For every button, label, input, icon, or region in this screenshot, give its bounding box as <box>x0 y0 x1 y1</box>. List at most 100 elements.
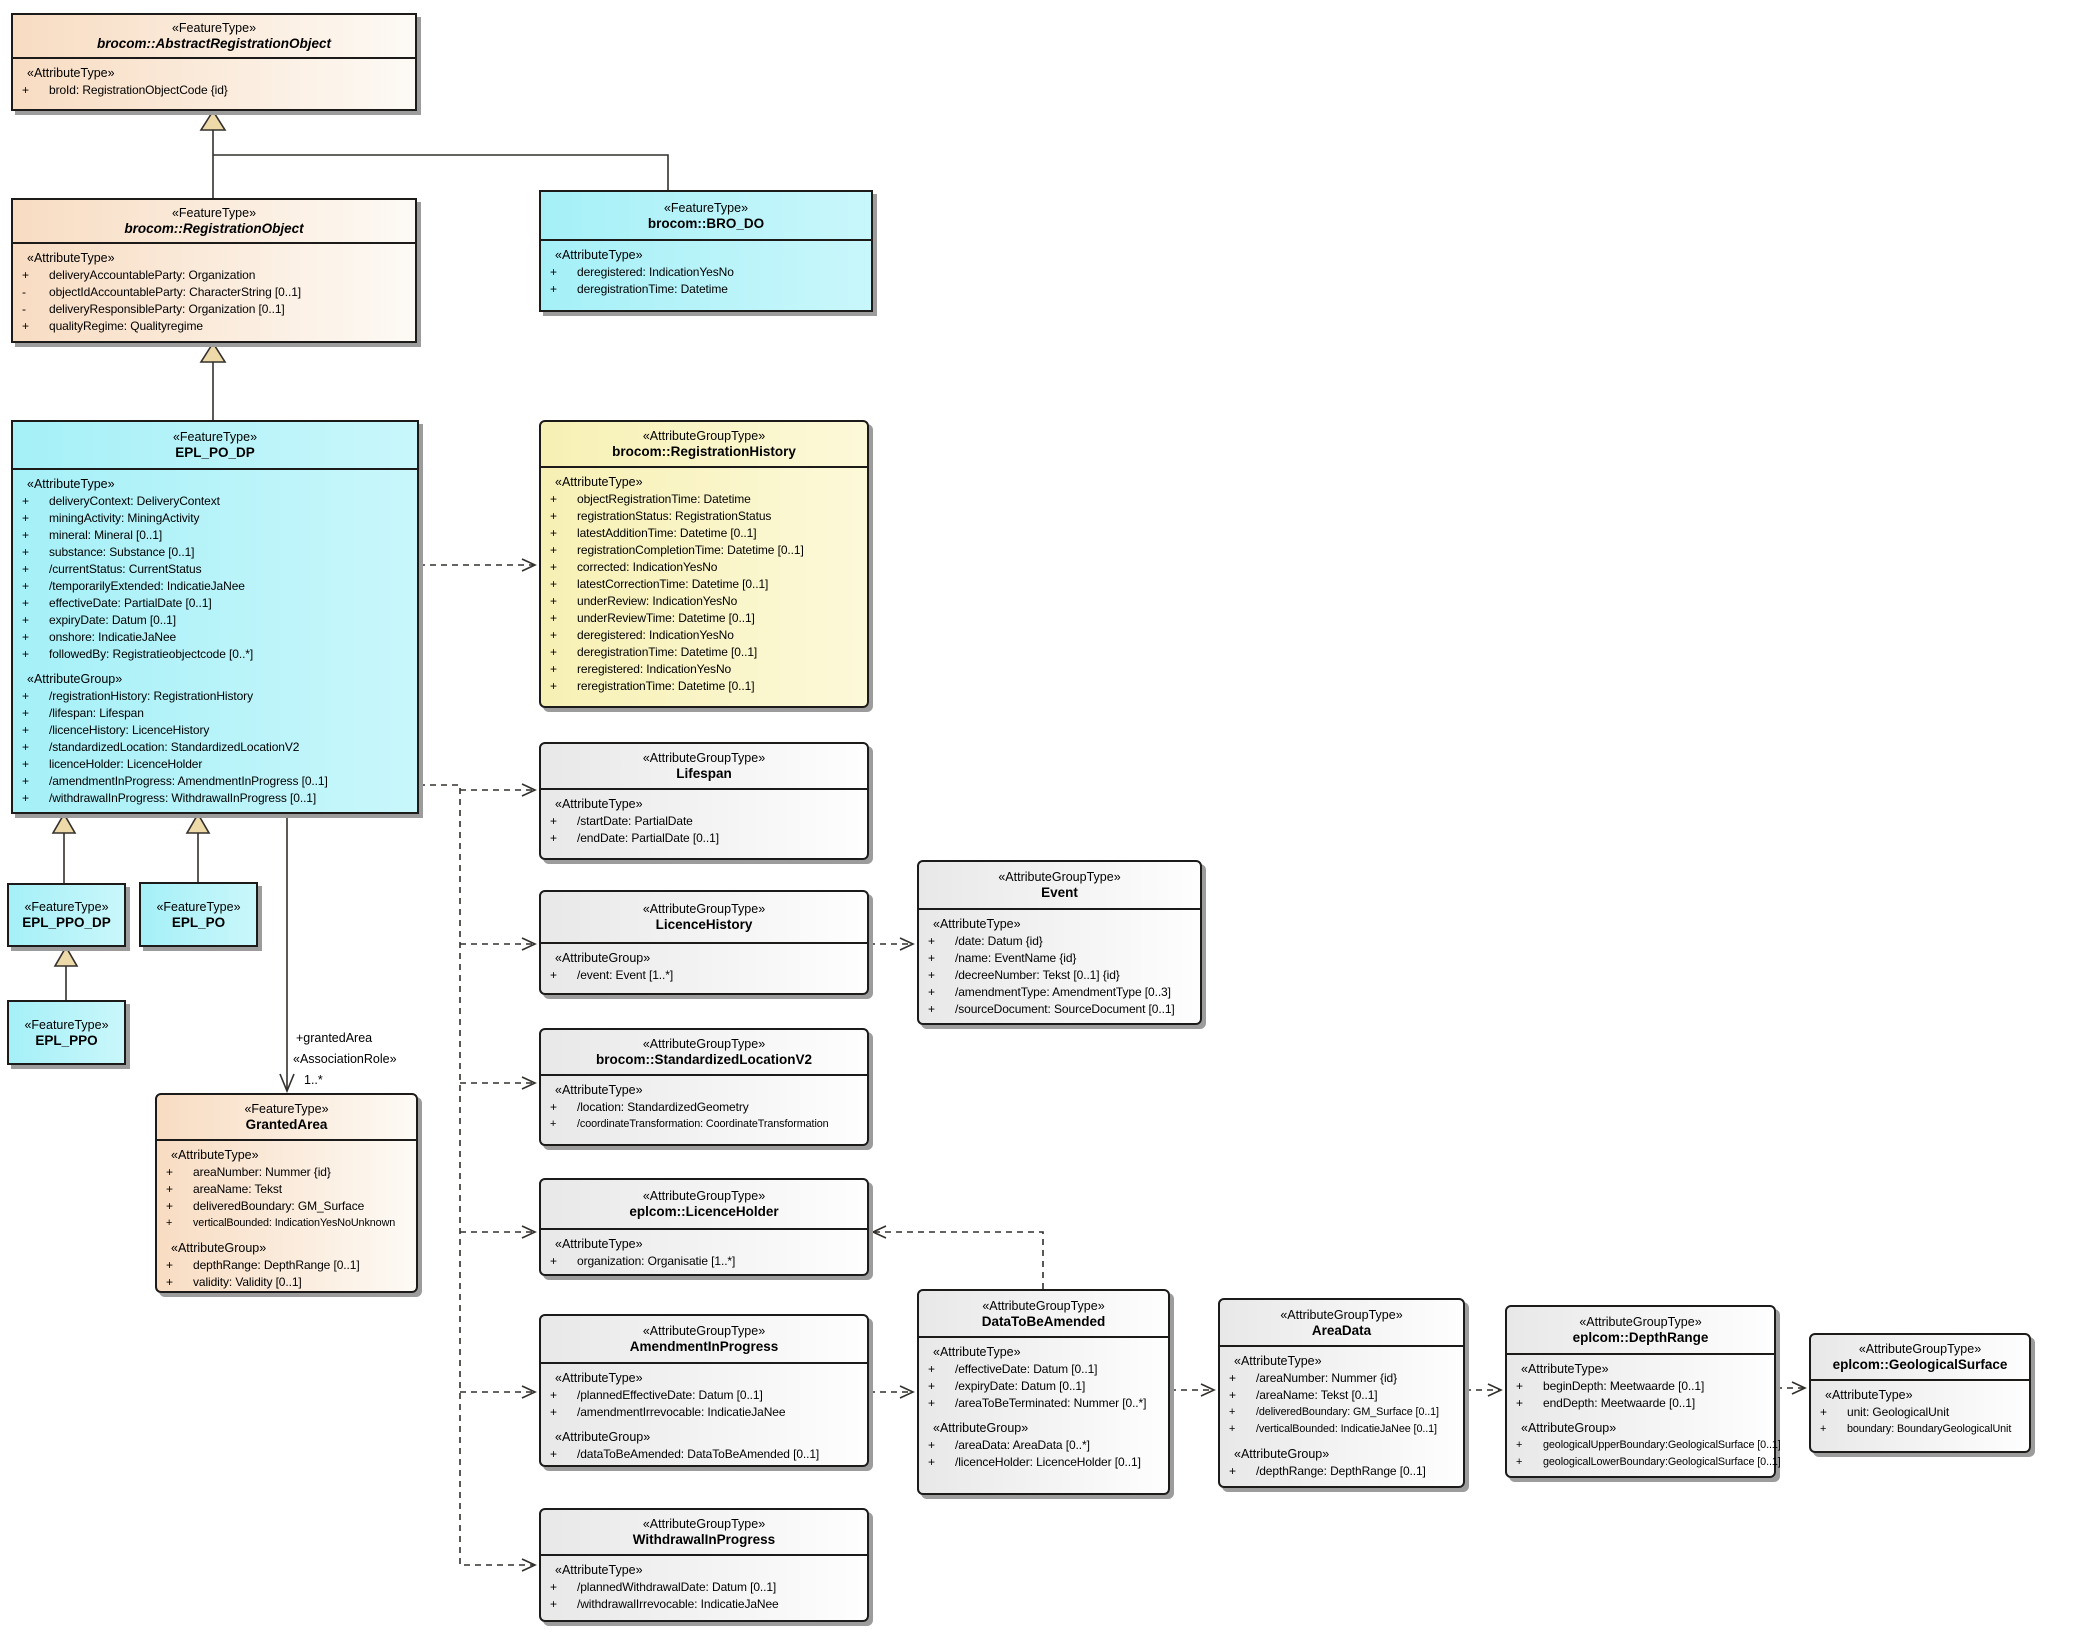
class-header: «AttributeGroupType»eplcom::LicenceHolde… <box>541 1180 867 1230</box>
attribute-section-header: «AttributeGroup» <box>555 1430 651 1444</box>
class-stereotype: «FeatureType» <box>172 430 258 444</box>
visibility-marker: + <box>550 662 557 676</box>
visibility-marker: - <box>22 285 26 299</box>
class-registration-history[interactable]: «AttributeGroupType»brocom::Registration… <box>539 420 869 708</box>
attribute-row: +areaNumber: Nummer {id} <box>157 1164 416 1181</box>
attribute-text: /depthRange: DepthRange [0..1] <box>1256 1464 1426 1478</box>
visibility-marker: + <box>1516 1379 1523 1393</box>
attribute-section-header: «AttributeGroup» <box>555 951 651 965</box>
attribute-row: + substance: Substance [0..1] <box>13 544 417 561</box>
attribute-text: /lifespan: Lifespan <box>49 706 144 720</box>
class-stereotype: «FeatureType» <box>171 206 257 220</box>
class-attributes: «AttributeType»+/plannedEffectiveDate: D… <box>541 1364 867 1467</box>
class-registration-object[interactable]: «FeatureType»brocom::RegistrationObject«… <box>11 198 417 343</box>
attribute-text: /decreeNumber: Tekst [0..1] {id} <box>955 968 1120 982</box>
class-stereotype: «AttributeGroupType» <box>642 902 766 916</box>
attribute-text: /plannedWithdrawalDate: Datum [0..1] <box>577 1580 777 1594</box>
class-granted-area[interactable]: «FeatureType»GrantedArea«AttributeType»+… <box>155 1093 418 1293</box>
attribute-row: +/dataToBeAmended: DataToBeAmended [0..1… <box>541 1446 867 1463</box>
attribute-row: +deregistrationTime: Datetime [0..1] <box>541 644 867 661</box>
attribute-section-header: «AttributeType» <box>555 248 643 262</box>
class-licence-holder[interactable]: «AttributeGroupType»eplcom::LicenceHolde… <box>539 1178 869 1276</box>
attribute-section-header: «AttributeType» <box>1521 1362 1609 1376</box>
attribute-text: /licenceHolder: LicenceHolder [0..1] <box>955 1455 1141 1469</box>
class-attributes: «AttributeType» +deregistered: Indication… <box>541 241 871 302</box>
attribute-row: +geologicalLowerBoundary:GeologicalSurfa… <box>1507 1454 1781 1471</box>
attribute-text: /endDate: PartialDate [0..1] <box>577 831 719 845</box>
attribute-text: registrationCompletionTime: Datetime [0.… <box>577 543 804 557</box>
class-lifespan[interactable]: «AttributeGroupType»Lifespan«AttributeTy… <box>539 742 869 860</box>
attribute-text: deliveredBoundary: GM_Surface <box>193 1199 365 1213</box>
class-withdrawal-in-progress[interactable]: «AttributeGroupType»WithdrawalInProgress… <box>539 1508 869 1622</box>
attribute-row: +beginDepth: Meetwaarde [0..1] <box>1507 1378 1774 1395</box>
attribute-row: +/plannedWithdrawalDate: Datum [0..1] <box>541 1579 867 1596</box>
attribute-row: +/standardizedLocation: StandardizedLoca… <box>13 739 417 756</box>
attribute-row: +/plannedEffectiveDate: Datum [0..1] <box>541 1387 867 1404</box>
visibility-marker: + <box>550 679 557 693</box>
attribute-text: underReviewTime: Datetime [0..1] <box>577 611 755 625</box>
visibility-marker: + <box>22 774 29 788</box>
attribute-row: +/event: Event [1..*] <box>541 967 867 984</box>
class-attributes: «AttributeType»+deliveryAccountableParty… <box>13 244 415 339</box>
attribute-row: +deregistered: IndicationYesNo <box>541 264 871 281</box>
visibility-marker: + <box>1516 1456 1523 1468</box>
attribute-row: +/areaToBeTerminated: Nummer [0..*] <box>919 1395 1168 1412</box>
attribute-row: +areaName: Tekst <box>157 1181 416 1198</box>
attribute-row: +/date: Datum {id} <box>919 933 1200 950</box>
attribute-row: +mineral: Mineral [0..1] <box>13 527 417 544</box>
attribute-text: /registrationHistory: RegistrationHistor… <box>49 689 253 703</box>
class-header: «FeatureType»GrantedArea <box>157 1095 416 1141</box>
class-epl-ppo[interactable]: «FeatureType»EPL_PPO <box>7 1000 126 1065</box>
class-name: AmendmentInProgress <box>629 1339 779 1354</box>
attribute-row: +/withdrawalIrrevocable: IndicatieJaNee <box>541 1596 867 1613</box>
visibility-marker: + <box>22 723 29 737</box>
attribute-section-header: «AttributeGroup» <box>1234 1447 1330 1461</box>
class-header: «AttributeGroupType»Lifespan <box>541 744 867 790</box>
attribute-text: /areaName: Tekst [0..1] <box>1256 1388 1378 1402</box>
class-data-to-be-amended[interactable]: «AttributeGroupType»DataToBeAmended«Attr… <box>917 1289 1170 1495</box>
attribute-row: +/currentStatus: CurrentStatus <box>13 561 417 578</box>
class-stereotype: «AttributeGroupType» <box>642 1189 766 1203</box>
class-amendment-in-progress[interactable]: «AttributeGroupType»AmendmentInProgress«… <box>539 1314 869 1467</box>
class-epl-po[interactable]: «FeatureType»EPL_PO <box>139 882 258 947</box>
class-standardized-location-v2[interactable]: «AttributeGroupType»brocom::Standardized… <box>539 1028 869 1146</box>
attribute-row: +licenceHolder: LicenceHolder <box>13 756 417 773</box>
visibility-marker: + <box>1516 1396 1523 1410</box>
class-name: EPL_PPO_DP <box>22 915 111 930</box>
class-header: «AttributeGroupType»AreaData <box>1220 1300 1463 1347</box>
visibility-marker: + <box>22 545 29 559</box>
visibility-marker: + <box>550 1118 557 1130</box>
class-header: «AttributeGroupType»eplcom::GeologicalSu… <box>1811 1335 2029 1381</box>
visibility-marker: + <box>22 757 29 771</box>
class-header: «FeatureType»EPL_PO <box>141 884 256 945</box>
class-header: «AttributeGroupType»Event <box>919 862 1200 910</box>
class-geological-surface[interactable]: «AttributeGroupType»eplcom::GeologicalSu… <box>1809 1333 2031 1453</box>
class-bro-do[interactable]: «FeatureType»brocom::BRO_DO«AttributeTyp… <box>539 190 873 312</box>
class-attributes: «AttributeType»+/date: Datum {id}+/name:… <box>919 910 1200 1022</box>
class-licence-history[interactable]: «AttributeGroupType»LicenceHistory «Attri… <box>539 890 869 995</box>
attribute-text: /plannedEffectiveDate: Datum [0..1] <box>577 1388 763 1402</box>
attribute-text: registrationStatus: RegistrationStatus <box>577 509 772 523</box>
class-depth-range[interactable]: «AttributeGroupType»eplcom::DepthRange«A… <box>1505 1305 1781 1478</box>
visibility-marker: + <box>928 985 935 999</box>
dependency-licencehistory <box>460 937 537 951</box>
attribute-text: substance: Substance [0..1] <box>49 545 195 559</box>
visibility-marker: + <box>22 319 29 333</box>
class-area-data[interactable]: «AttributeGroupType»AreaData«AttributeTy… <box>1218 1298 1465 1488</box>
class-abstract-registration-object[interactable]: «FeatureType»brocom::AbstractRegistratio… <box>11 13 417 111</box>
class-epl-ppo-dp[interactable]: «FeatureType»EPL_PPO_DP <box>7 883 126 947</box>
attribute-text: onshore: IndicatieJaNee <box>49 630 177 644</box>
dependency-amendment-datatobeamended <box>869 1385 915 1399</box>
attribute-row: +/licenceHolder: LicenceHolder [0..1] <box>919 1454 1168 1471</box>
class-event[interactable]: «AttributeGroupType»Event«AttributeType»… <box>917 860 1202 1025</box>
visibility-marker: + <box>550 282 557 296</box>
visibility-marker: + <box>550 594 557 608</box>
class-attributes: «AttributeType»+unit: GeologicalUnit+bou… <box>1811 1381 2029 1442</box>
class-epl-po-dp[interactable]: «FeatureType»EPL_PO_DP«AttributeType»+de… <box>11 420 419 814</box>
attribute-row: +verticalBounded: IndicationYesNoUnknown <box>157 1215 416 1232</box>
visibility-marker: + <box>550 492 557 506</box>
class-name: LicenceHistory <box>655 917 753 932</box>
attribute-section-header: «AttributeType» <box>555 1083 643 1097</box>
class-header: «AttributeGroupType»DataToBeAmended <box>919 1291 1168 1338</box>
class-name: Lifespan <box>676 766 732 781</box>
